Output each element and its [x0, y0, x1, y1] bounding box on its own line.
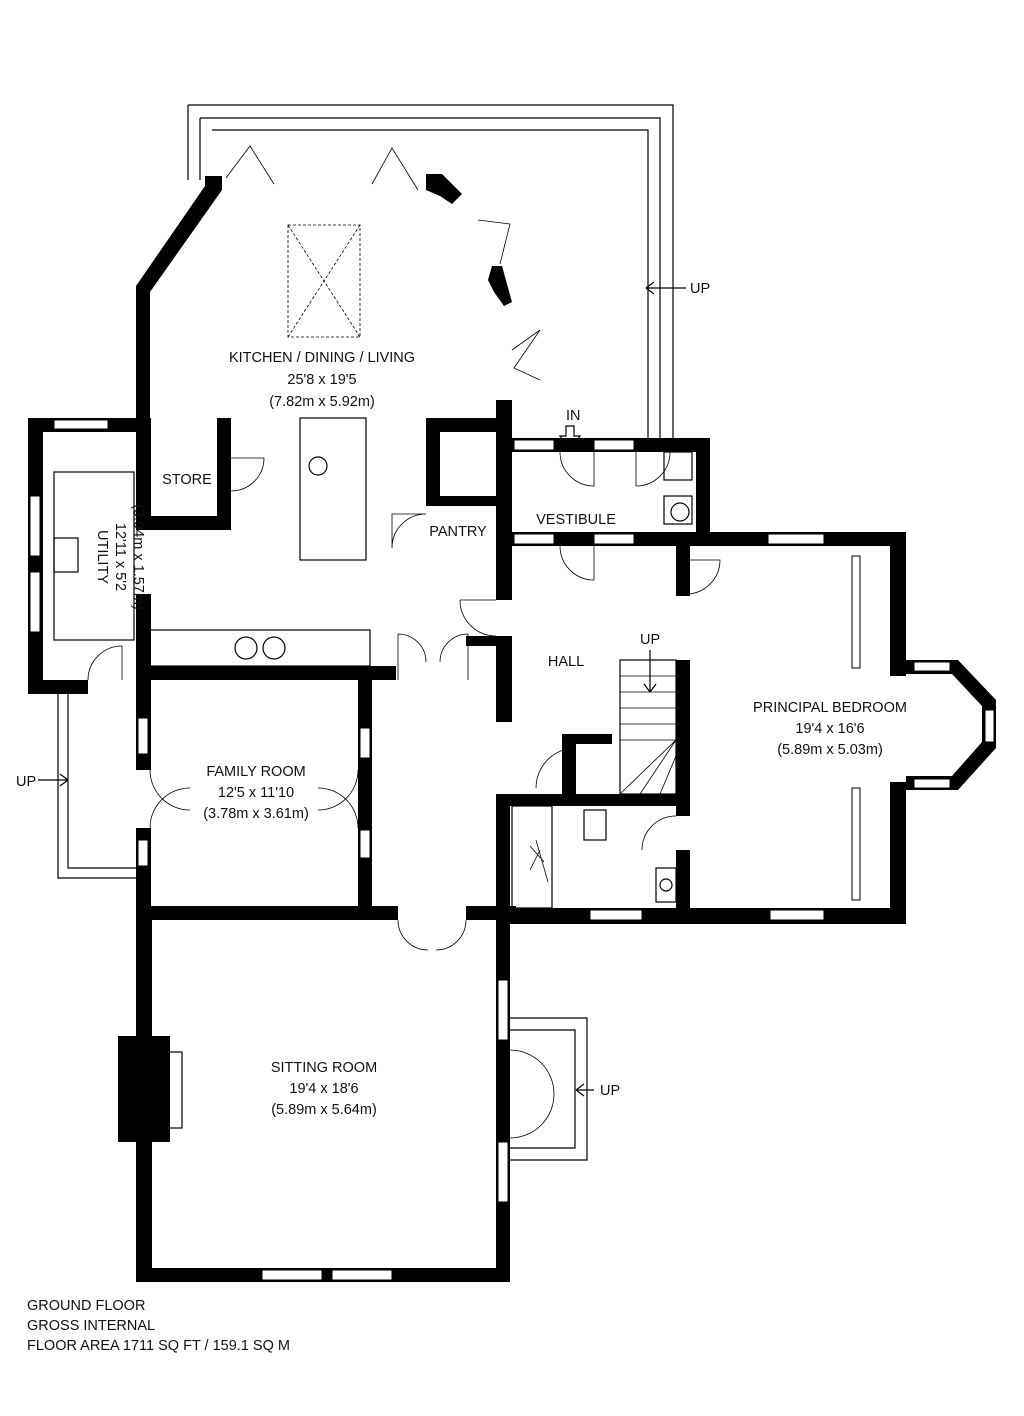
sitting-imperial: 19'4 x 18'6: [289, 1081, 358, 1097]
sitting-name: SITTING ROOM: [271, 1060, 377, 1076]
utility-metric: (3.94m x 1.57m): [130, 504, 146, 610]
hall-name: HALL: [548, 654, 584, 670]
up-label-west: UP: [16, 774, 36, 790]
utility-name: UTILITY: [94, 530, 110, 584]
bay-window: [906, 660, 996, 790]
room-labels: KITCHEN / DINING / LIVING 25'8 x 19'5 (7…: [16, 281, 907, 1118]
up-label-sitting: UP: [600, 1083, 620, 1099]
kitchen-metric: (7.82m x 5.92m): [269, 394, 375, 410]
sitting-metric: (5.89m x 5.64m): [271, 1102, 377, 1118]
family-metric: (3.78m x 3.61m): [203, 806, 309, 822]
up-label-stairs: UP: [640, 632, 660, 648]
store-name: STORE: [162, 472, 212, 488]
area-type: GROSS INTERNAL: [27, 1318, 156, 1334]
up-label-terrace: UP: [690, 281, 710, 297]
vestibule-name: VESTIBULE: [536, 512, 616, 528]
bedroom-metric: (5.89m x 5.03m): [777, 742, 883, 758]
bedroom-name: PRINCIPAL BEDROOM: [753, 700, 907, 716]
windows: [29, 419, 861, 1281]
kitchen-imperial: 25'8 x 19'5: [287, 372, 356, 388]
floor-area: FLOOR AREA 1711 SQ FT / 159.1 SQ M: [27, 1338, 290, 1354]
doors: [87, 145, 721, 1139]
in-label: IN: [566, 408, 581, 424]
pantry-name: PANTRY: [429, 524, 487, 540]
walls: [28, 174, 906, 1282]
terrace-outline: [57, 104, 674, 1161]
fixtures: [53, 224, 693, 1129]
kitchen-name: KITCHEN / DINING / LIVING: [229, 350, 415, 366]
floor-name: GROUND FLOOR: [27, 1298, 146, 1314]
floor-summary: GROUND FLOOR GROSS INTERNAL FLOOR AREA 1…: [27, 1296, 290, 1356]
family-imperial: 12'5 x 11'10: [218, 785, 294, 801]
utility-imperial: 12'11 x 5'2: [112, 523, 128, 591]
arrows: [38, 281, 686, 1097]
family-name: FAMILY ROOM: [206, 764, 305, 780]
bedroom-imperial: 19'4 x 16'6: [795, 721, 864, 737]
